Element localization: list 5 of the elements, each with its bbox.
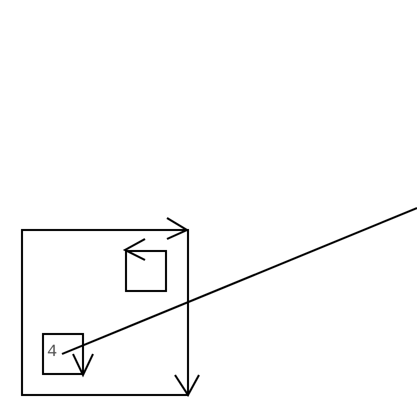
label-box bbox=[42, 333, 84, 375]
leader-line bbox=[62, 207, 417, 355]
square-box bbox=[125, 250, 167, 292]
square-box bbox=[21, 229, 189, 396]
box-number: 4 bbox=[47, 344, 58, 362]
